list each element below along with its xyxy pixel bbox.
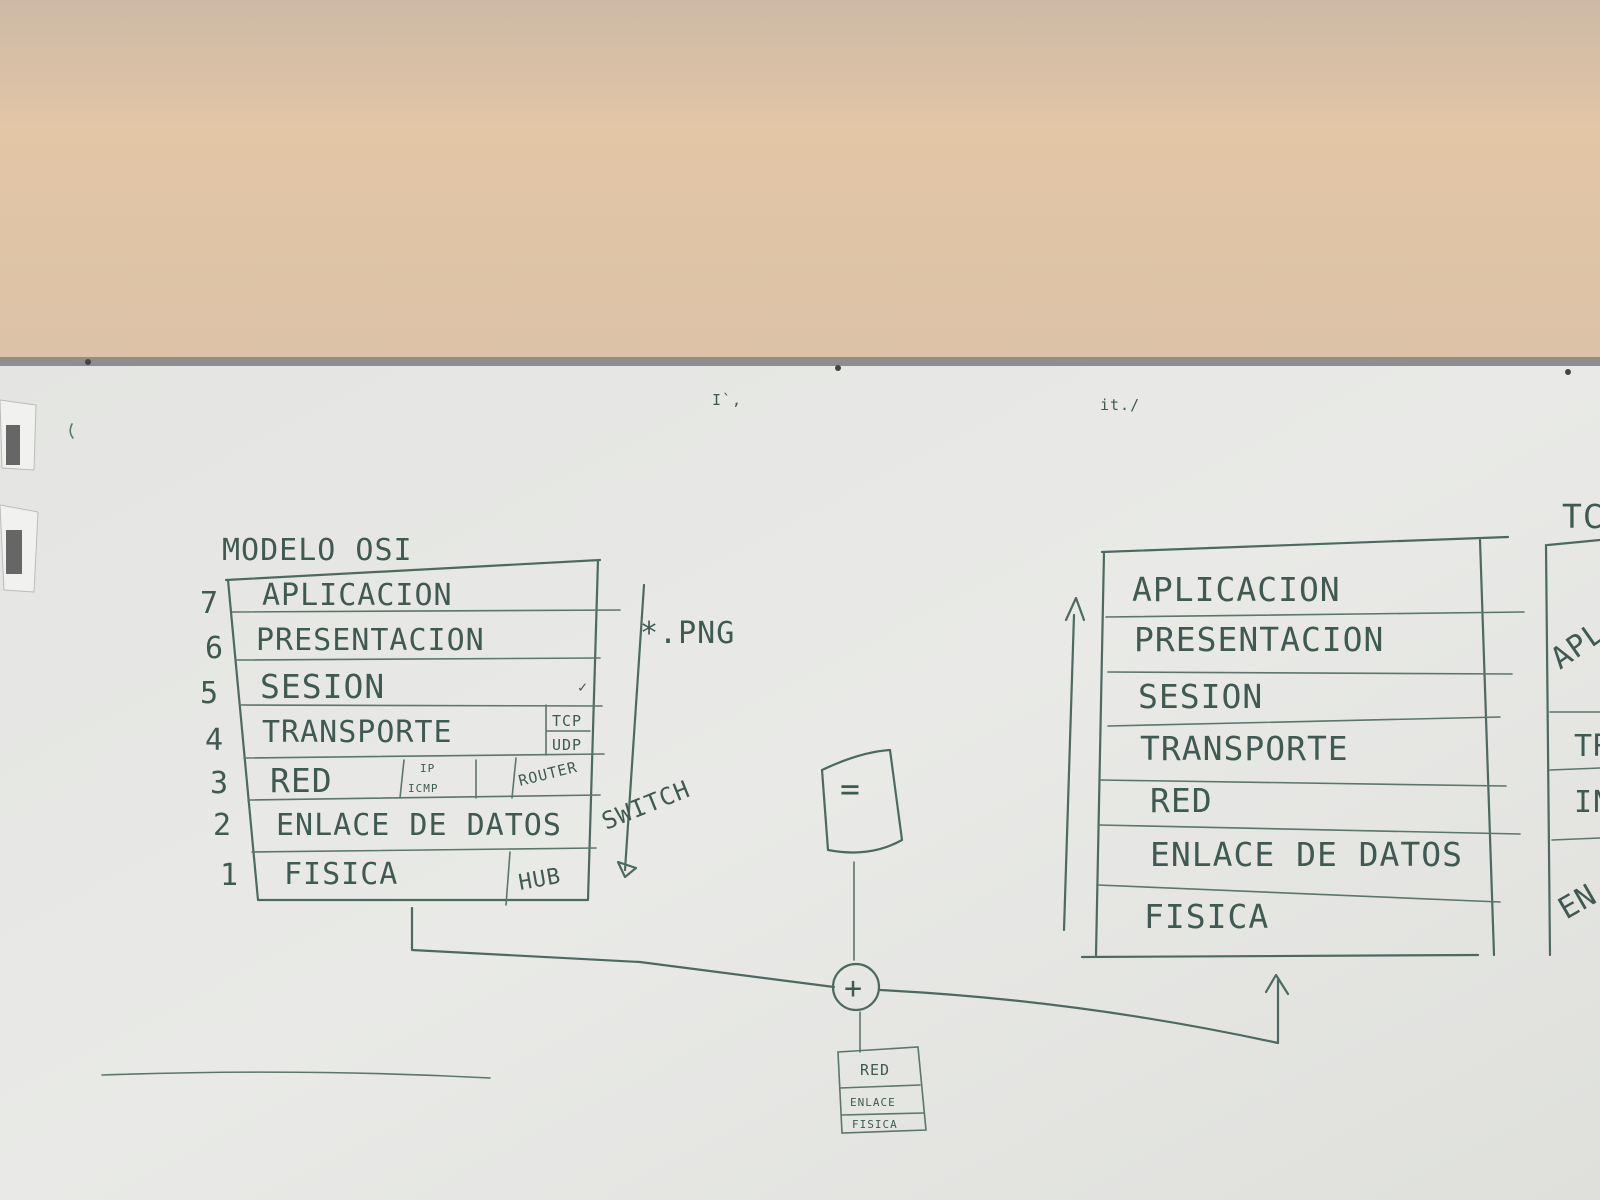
wall-mark: I`,	[712, 391, 742, 409]
layer-label: SESION	[260, 667, 385, 706]
partial-layer: IN	[1574, 785, 1600, 820]
mid-stack-layer: RED	[860, 1061, 890, 1079]
layer-label: RED	[270, 761, 333, 800]
protocol-label: UDP	[552, 736, 582, 754]
layer-label: ENLACE DE DATOS	[276, 808, 562, 843]
layer-number: 7	[200, 586, 219, 621]
stray-line	[101, 1071, 491, 1079]
mid-stack-layer: FISICA	[852, 1118, 898, 1131]
layer-number: 5	[200, 676, 219, 711]
layer-label: FISICA	[1144, 897, 1269, 936]
layer-label: TRANSPORTE	[262, 715, 453, 750]
layer-number: 6	[205, 631, 224, 666]
partial-title: TC	[1562, 497, 1600, 536]
osi-model-right: APLICACION PRESENTACION SESION TRANSPORT…	[1062, 535, 1525, 959]
network-diagram-middle: = + RED ENLACE FISICA	[410, 748, 1290, 1134]
qr-paper-notes	[0, 399, 39, 593]
mid-stack-layer: ENLACE	[850, 1096, 896, 1109]
layer-label: APLICACION	[262, 578, 453, 613]
frame-screw	[1565, 369, 1571, 375]
protocol-label: TCP	[552, 712, 582, 730]
checkmark: ✓	[578, 678, 588, 696]
layer-label: APLICACION	[1132, 570, 1341, 609]
layer-label: SESION	[1138, 677, 1263, 716]
layer-number: 2	[213, 808, 232, 843]
layer-number: 1	[220, 858, 239, 893]
layer-label: PRESENTACION	[256, 623, 485, 658]
stray-mark	[69, 423, 74, 439]
layer-label: PRESENTACION	[1134, 620, 1384, 659]
board-frame	[0, 357, 1600, 366]
layer-label: FISICA	[284, 857, 398, 892]
layer-label: ENLACE DE DATOS	[1150, 835, 1463, 874]
frame-screw	[85, 359, 91, 365]
side-note: *.PNG	[640, 616, 735, 651]
whiteboard	[0, 364, 1600, 1200]
junction-symbol: +	[844, 971, 863, 1006]
partial-layer: TR	[1574, 729, 1600, 764]
layer-number: 3	[210, 766, 229, 801]
wall-mark: it./	[1100, 396, 1140, 414]
layer-label: RED	[1150, 781, 1213, 820]
protocol-label: IP	[420, 762, 435, 775]
device-symbol: =	[840, 769, 861, 808]
layer-label: TRANSPORTE	[1140, 729, 1349, 768]
frame-screw	[835, 365, 841, 371]
osi-title: MODELO OSI	[222, 533, 413, 568]
layer-number: 4	[205, 723, 224, 758]
protocol-label: ICMP	[408, 782, 439, 795]
wall	[0, 0, 1600, 362]
